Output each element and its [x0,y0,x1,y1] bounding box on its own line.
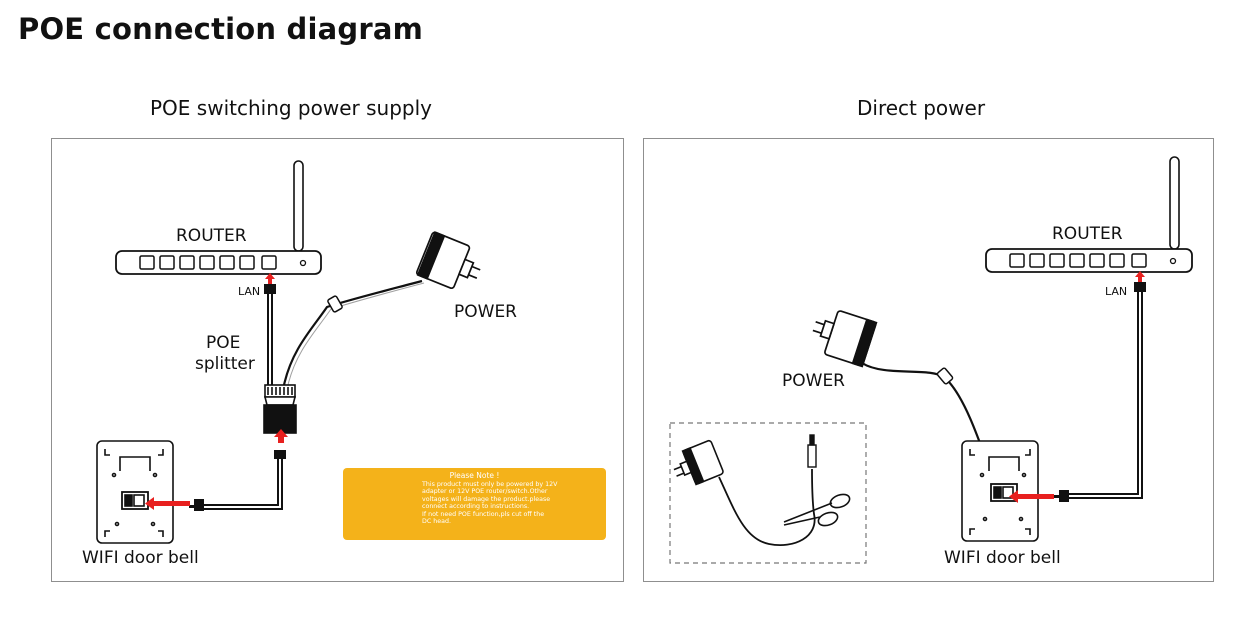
router-label: ROUTER [176,226,247,246]
lan-arrow [1135,271,1145,277]
power-adapter-icon [812,310,878,368]
doorbell-connector [194,499,204,511]
router-led [1169,257,1177,265]
lan-label: LAN [238,285,260,298]
panel-heading-direct: Direct power [857,96,986,120]
lan-connector [264,284,276,294]
note-title: Please Note ! [449,471,500,480]
panel-heading-poe: POE switching power supply [150,96,432,120]
note-line: connect according to instructions. [422,503,530,511]
doorbell-connector [1059,490,1069,502]
splitter-label-poe: POE [206,333,240,353]
power-label: POWER [782,371,845,391]
panel-poe: ROUTER LAN POWER POE splitter [51,138,624,582]
router-antenna [293,160,304,252]
page-title: POE connection diagram [18,12,424,46]
power-cable [282,279,423,386]
lan-label: LAN [1105,285,1127,298]
doorbell-icon [96,440,174,544]
cut-dc-inset [669,422,867,564]
note-line: voltages will damage the product.please [422,495,551,503]
doorbell-arrow [1009,490,1018,503]
power-label: POWER [454,302,517,322]
note-text: This product must only be powered by 12V… [422,481,597,525]
device-label: WIFI door bell [944,548,1061,568]
poe-splitter-icon [263,384,297,434]
splitter-label-splitter: splitter [195,354,255,374]
note-line: DC head. [422,518,451,526]
note-line: This product must only be powered by 12V [422,481,558,488]
router-ports [139,255,277,270]
note-box: Please Note ! This product must only be … [343,468,606,540]
router-body [115,250,322,275]
router-led [299,259,307,267]
doorbell-icon [961,440,1039,542]
splitter-arrow [274,429,288,437]
panel-direct: ROUTER LAN POWER [643,138,1214,582]
router-antenna [1169,156,1180,250]
router-ports [1009,253,1147,268]
scissors-icon [783,493,851,527]
cut-adapter-icon [673,439,724,486]
lan-arrow [265,273,275,279]
note-line: If not need POE function,pls cut off the [422,510,545,518]
doorbell-arrow [145,497,154,510]
direct-diagram: ROUTER LAN POWER [669,156,1193,568]
splitter-out-connector [274,450,286,459]
power-adapter-icon [416,231,481,290]
lan-connector [1134,282,1146,292]
router-body [985,248,1193,273]
router-label: ROUTER [1052,224,1123,244]
note-line: adapter or 12V POE router/switch.Other [422,488,548,496]
device-label: WIFI door bell [82,548,199,568]
dc-plug-icon [807,434,817,468]
